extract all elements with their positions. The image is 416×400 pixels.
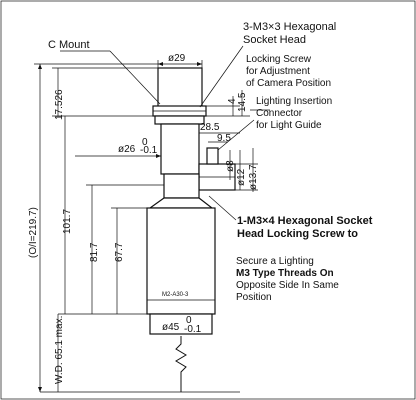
dim-81-7-label: 81.7 — [89, 242, 100, 262]
c-mount-leader — [109, 50, 161, 105]
connector-stub — [206, 147, 219, 165]
d45-tol-up: 0 — [186, 315, 192, 326]
secure-label-4: Position — [236, 292, 272, 303]
d12-label: ø12 — [236, 168, 247, 186]
secure-label-2: M3 Type Threads On — [236, 268, 334, 279]
light-label-3: for Light Guide — [256, 120, 322, 131]
m3x4-label-2: Head Locking Screw to — [237, 228, 358, 240]
ol-label: (O/I=219.7) — [28, 207, 39, 258]
m3x4-label-1: 1-M3×4 Hexagonal Socket — [237, 215, 373, 227]
dim-67-7-label: 67.7 — [114, 242, 125, 262]
secure-label-3: Opposite Side In Same — [236, 280, 339, 291]
d26-tol-up: 0 — [142, 137, 148, 148]
arrowhead — [38, 64, 42, 69]
arrowhead — [156, 154, 161, 158]
wd-label: W.D. 65.1 max. — [54, 316, 65, 384]
front-cap — [149, 313, 213, 335]
main-tube — [160, 123, 200, 175]
arrowhead — [158, 62, 163, 66]
secure-label-1: Secure a Lighting — [236, 256, 314, 267]
d45-tol-dn: -0.1 — [184, 324, 202, 335]
light-leader — [217, 119, 255, 151]
hex-head-label-2: Socket Head — [243, 34, 306, 46]
arrowhead — [38, 387, 42, 392]
taper — [148, 197, 214, 209]
neck — [163, 173, 200, 199]
dim-28-5-label: 28.5 — [200, 122, 220, 133]
dim-9-5-label: 9.5 — [217, 133, 231, 144]
lower-body — [146, 207, 216, 315]
centerline-break — [175, 336, 187, 392]
d8-label: ø8 — [225, 160, 236, 172]
lock-label-3: of Camera Position — [246, 78, 331, 89]
lock-label-2: for Adjustment — [246, 66, 310, 77]
c-mount-barrel — [157, 67, 203, 109]
d45-label: ø45 — [162, 322, 180, 333]
dim-14-5-label: 14.5 — [237, 92, 248, 112]
dim-17-526-label: 17.526 — [54, 89, 65, 120]
light-label-1: Lighting Insertion — [256, 96, 332, 107]
lock-label-1: Locking Screw — [246, 54, 312, 65]
d26-label: ø26 — [118, 144, 136, 155]
hex-head-label-1: 3-M3×3 Hexagonal — [243, 21, 336, 33]
d13-7-label: ø13.7 — [248, 164, 259, 190]
hex-head-leader — [199, 45, 244, 108]
dim-4-label: 4 — [227, 98, 238, 104]
engraving-label: M2-A30-3 — [162, 292, 189, 298]
m3x4-leader — [208, 195, 237, 221]
light-label-2: Connector — [256, 108, 303, 119]
dim-101-7-label: 101.7 — [62, 209, 73, 234]
c-mount-label: C Mount — [48, 39, 90, 51]
d26-tol-dn: -0.1 — [140, 145, 158, 156]
arrowhead — [197, 62, 202, 66]
mount-collar — [154, 115, 205, 125]
d29-label: ø29 — [168, 53, 186, 64]
